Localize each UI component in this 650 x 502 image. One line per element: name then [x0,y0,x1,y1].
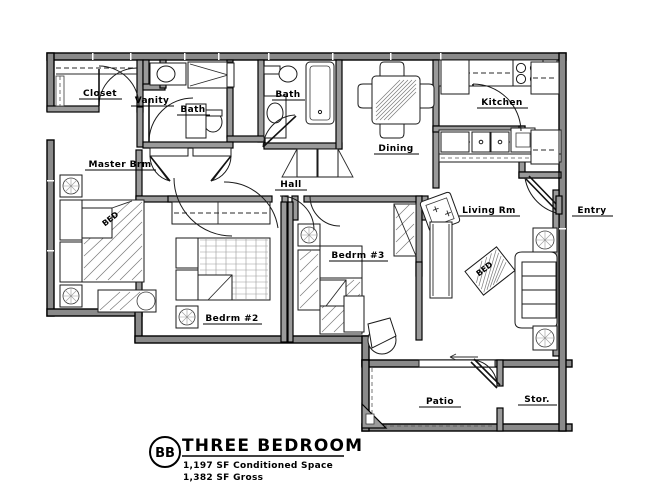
interior-walls-top [46,59,562,189]
room-label-vanity: Vanity [131,96,174,107]
windows [47,53,566,252]
room-label-text: Vanity [135,96,170,106]
room-label-bath2: Bath [272,90,305,101]
entry-door [518,171,563,215]
room-labels: Closet Vanity Bath Bath Kitchen Dining M… [79,89,613,408]
bath2-fixtures [262,61,354,178]
room-label-stor: Stor. [518,395,557,406]
room-label-text: Master Brm [88,160,151,170]
interior-walls-mid [135,149,504,432]
kitchen-fixtures [438,59,562,165]
room-label-kitchen: Kitchen [477,98,528,109]
room-label-text: Bath [275,90,300,100]
dining-furniture [357,61,435,139]
room-label-text: Patio [426,397,454,407]
room-label-patio: Patio [419,397,461,408]
room-label-text: Hall [280,180,301,190]
title-block: BB THREE BEDROOM 1,197 SF Conditioned Sp… [149,436,363,483]
room-label-bedrm2: Bedrm #2 [203,314,262,325]
room-label-text: Entry [577,206,606,216]
master-bedroom-furniture [59,174,157,313]
bath1-fixtures [149,61,235,182]
vanity-area [148,62,194,143]
gross-area-text: 1,382 SF Gross [183,473,263,483]
room-label-master-brm: Master Brm [85,160,156,171]
room-label-text: Closet [83,89,117,99]
room-label-text: Dining [378,144,413,154]
room-label-text: Kitchen [481,98,522,108]
room-label-closet: Closet [79,89,122,100]
room-label-hall: Hall [275,180,307,191]
conditioned-area-text: 1,197 SF Conditioned Space [183,461,333,471]
room-label-bedrm3: Bedrm #3 [329,251,388,262]
room-label-text: Bedrm #2 [205,314,258,324]
bedroom2-furniture [171,177,279,329]
room-label-text: Living Rm [462,206,516,216]
room-label-text: Bath [180,105,205,115]
room-label-text: Bedrm #3 [331,251,384,261]
room-label-dining: Dining [374,144,419,155]
room-label-bath1: Bath [177,105,210,116]
room-label-text: Stor. [524,395,550,405]
room-label-entry: Entry [572,206,613,217]
patio-storage [361,353,501,429]
plan-title: THREE BEDROOM [182,436,363,456]
room-label-living-rm: Living Rm [459,206,520,217]
bedroom3-furniture [279,195,417,355]
logo-text: BB [155,446,175,461]
living-room-furniture [419,191,558,351]
